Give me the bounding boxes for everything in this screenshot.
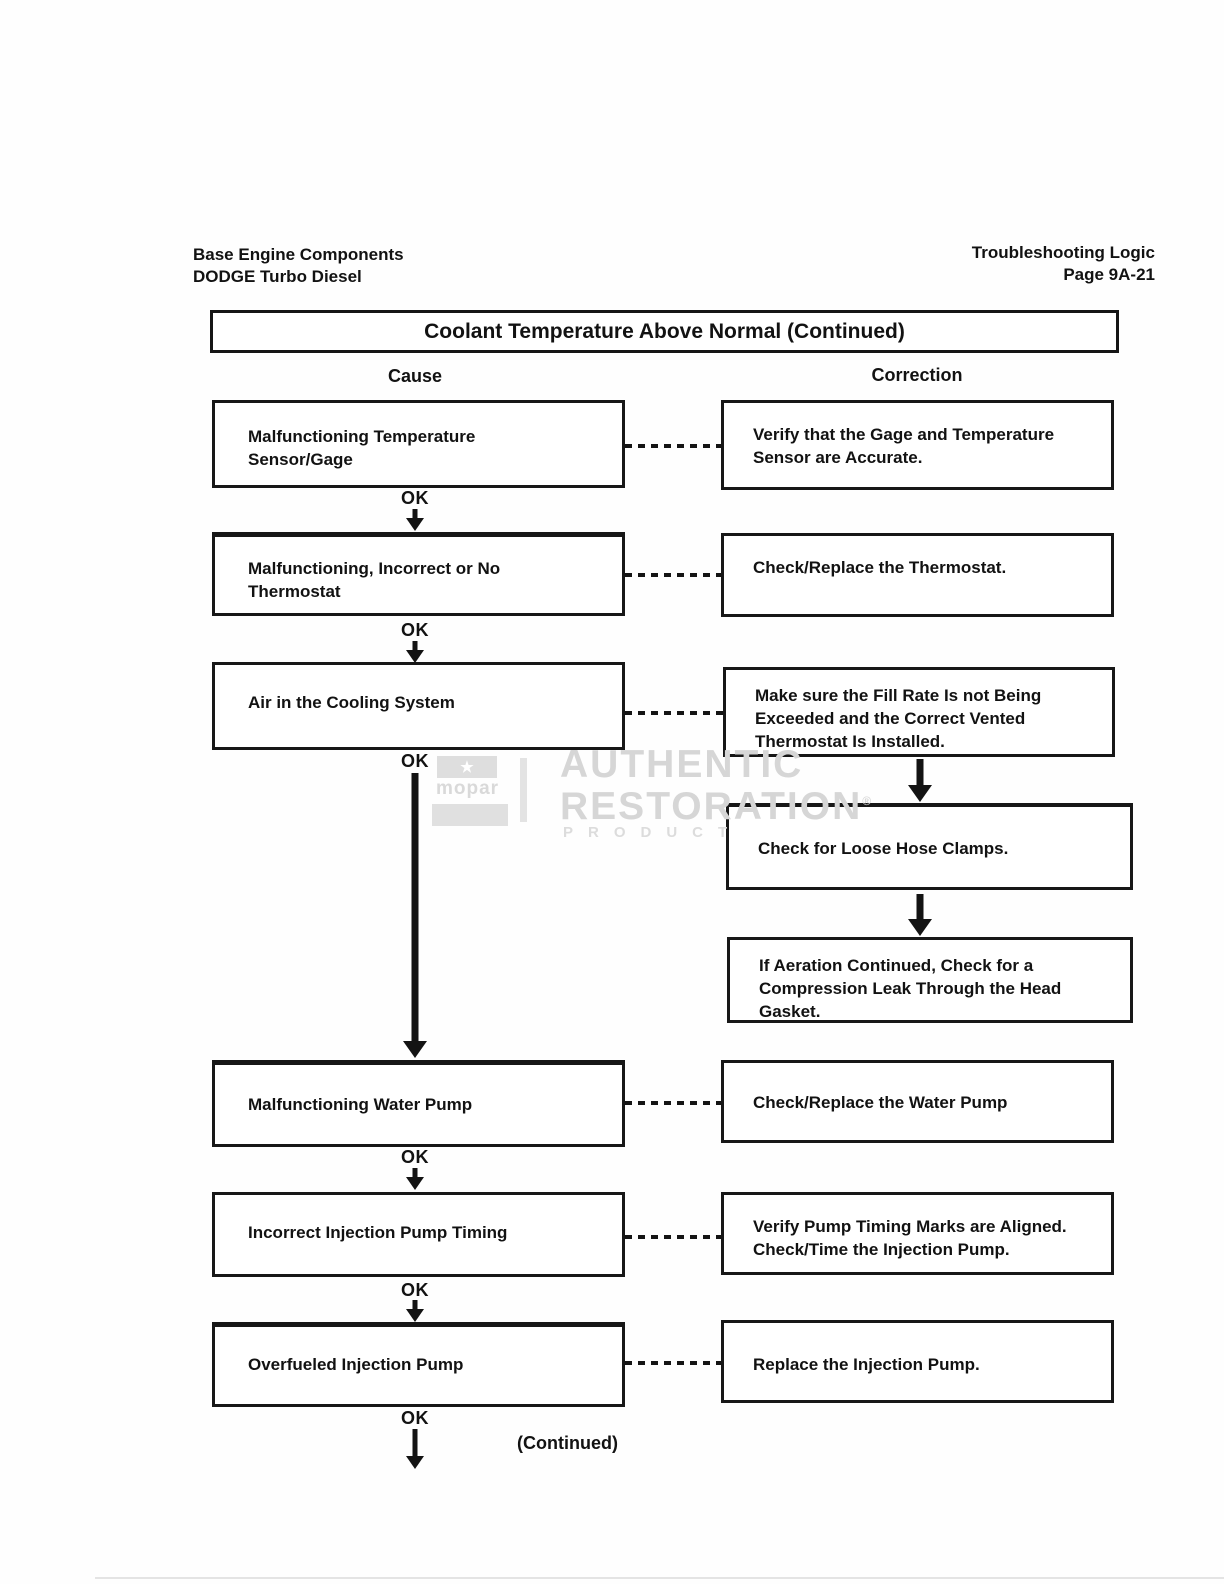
dashed-connector	[625, 573, 721, 577]
ok-label: OK	[401, 751, 429, 771]
cause-box-temperature-sensor: Malfunctioning Temperature Sensor/Gage	[212, 400, 625, 488]
watermark-line1: AUTHENTIC	[560, 743, 804, 786]
column-label-cause: Cause	[387, 366, 443, 386]
down-arrow-icon	[403, 1429, 427, 1469]
ok-label: OK	[401, 1408, 429, 1428]
column-label-correction: Correction	[871, 365, 963, 385]
watermark-line2: RESTORATION®	[560, 785, 872, 828]
cause-box-overfueled-pump: Overfueled Injection Pump	[212, 1322, 625, 1407]
down-arrow-icon	[403, 509, 427, 531]
correction-box-head-gasket: If Aeration Continued, Check for a Compr…	[727, 937, 1133, 1023]
correction-box-replace-water-pump: Check/Replace the Water Pump	[721, 1060, 1114, 1143]
cause-box-water-pump: Malfunctioning Water Pump	[212, 1060, 625, 1147]
correction-box-replace-injection-pump: Replace the Injection Pump.	[721, 1320, 1114, 1403]
down-arrow-icon	[908, 894, 932, 936]
dashed-connector	[625, 1235, 721, 1239]
correction-box-timing-marks: Verify Pump Timing Marks are Aligned. Ch…	[721, 1192, 1114, 1275]
watermark-line3: PRODUCT	[563, 824, 743, 841]
header-doc-type: Troubleshooting Logic	[971, 243, 1155, 262]
long-down-arrow-icon	[403, 773, 427, 1058]
watermark-text: AUTHENTIC RESTORATION®	[560, 743, 872, 828]
header-vehicle: DODGE Turbo Diesel	[193, 267, 362, 286]
down-arrow-icon	[403, 1168, 427, 1190]
ok-label: OK	[401, 488, 429, 508]
registered-mark: ®	[862, 794, 872, 808]
down-arrow-icon	[403, 641, 427, 663]
correction-box-replace-thermostat: Check/Replace the Thermostat.	[721, 533, 1114, 617]
dashed-connector	[625, 1101, 721, 1105]
ok-label: OK	[401, 1280, 429, 1300]
down-arrow-icon	[403, 1300, 427, 1322]
ok-label: OK	[401, 620, 429, 640]
dashed-connector	[625, 444, 721, 448]
watermark-divider	[520, 758, 527, 822]
page-header-right: Troubleshooting Logic Page 9A-21	[972, 242, 1155, 286]
correction-box-verify-gage: Verify that the Gage and Temperature Sen…	[721, 400, 1114, 490]
header-section-title: Base Engine Components	[193, 245, 404, 264]
mopar-watermark-logo: ★ mopar	[432, 756, 508, 826]
cause-box-air-cooling: Air in the Cooling System	[212, 662, 625, 750]
cause-box-pump-timing: Incorrect Injection Pump Timing	[212, 1192, 625, 1277]
header-page-number: Page 9A-21	[1063, 265, 1155, 284]
down-arrow-icon	[908, 759, 932, 802]
pentastar-icon: ★	[437, 756, 497, 778]
dashed-connector	[625, 1361, 721, 1365]
page-header-left: Base Engine Components DODGE Turbo Diese…	[193, 244, 404, 288]
ok-label: OK	[401, 1147, 429, 1167]
continued-label: (Continued)	[517, 1433, 618, 1453]
scan-artifact-line	[95, 1577, 1224, 1579]
cause-box-thermostat: Malfunctioning, Incorrect or No Thermost…	[212, 532, 625, 616]
mopar-watermark-brand: mopar	[436, 778, 500, 799]
flowchart-title-box: Coolant Temperature Above Normal (Contin…	[210, 310, 1119, 353]
dashed-connector	[625, 711, 723, 715]
correction-box-hose-clamps: Check for Loose Hose Clamps.	[726, 803, 1133, 890]
correction-box-fill-rate: Make sure the Fill Rate Is not Being Exc…	[723, 667, 1115, 757]
watermark-bar	[432, 804, 508, 826]
flowchart-title: Coolant Temperature Above Normal (Contin…	[424, 319, 905, 343]
